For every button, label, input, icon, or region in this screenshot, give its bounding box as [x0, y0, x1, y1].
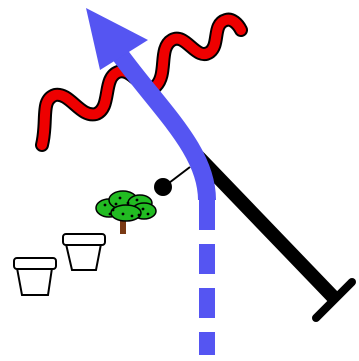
lollipop-icon	[154, 167, 190, 196]
pot-icon	[14, 258, 56, 295]
tree-icon	[96, 191, 156, 234]
pot-icon	[63, 234, 105, 270]
